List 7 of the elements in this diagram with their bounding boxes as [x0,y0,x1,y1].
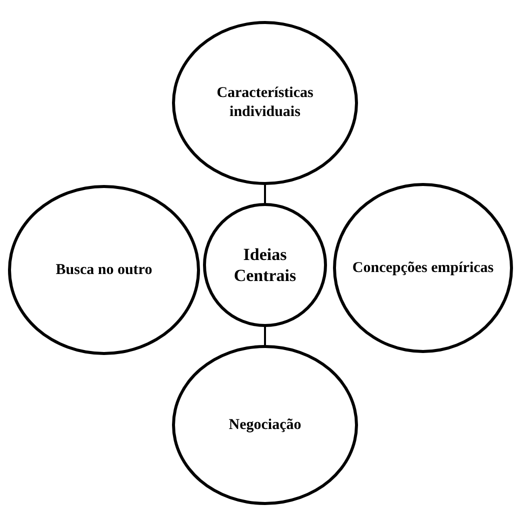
topic-label: Busca no outro [56,260,152,280]
topic-label: Ideias Centrais [232,244,298,286]
topic-label: Concepções empíricas [352,258,494,278]
connector-line [264,185,266,203]
connector-line [264,327,266,345]
topic-label: Negociação [228,416,302,434]
topic-label: Características individuais [216,84,314,122]
